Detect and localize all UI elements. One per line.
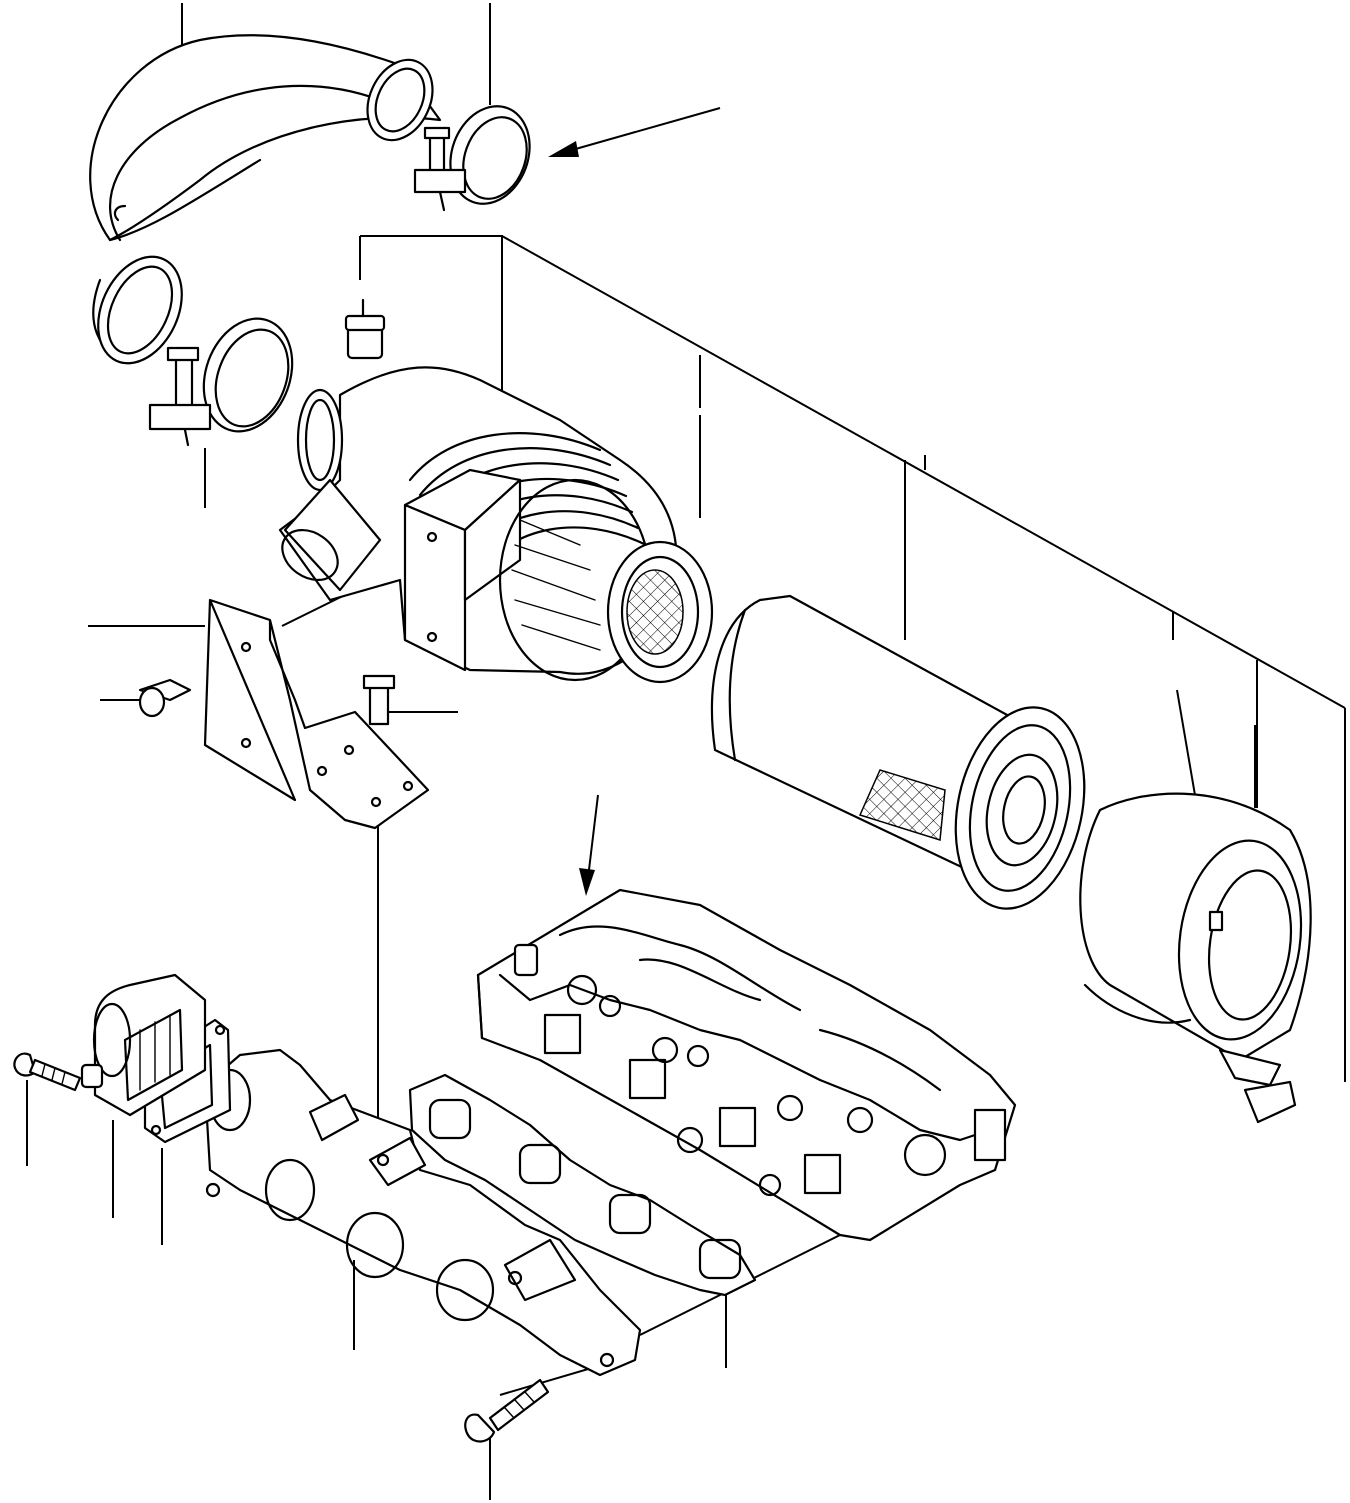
mounting-bracket xyxy=(138,598,430,830)
inner-filter-element xyxy=(606,540,714,684)
air-cleaner-housing xyxy=(278,366,678,682)
outer-filter-element xyxy=(710,594,1086,910)
arrow-markers xyxy=(548,107,721,896)
intake-manifold-gasket xyxy=(408,1073,757,1297)
cylinder-head xyxy=(476,888,1017,1242)
bolts xyxy=(13,1052,550,1443)
elbow-hose xyxy=(89,34,442,365)
service-indicator xyxy=(344,298,386,360)
dust-cap xyxy=(1079,792,1312,1124)
hose-clamp-lower xyxy=(148,317,294,447)
hose-clamp-top xyxy=(413,105,531,212)
intake-manifold xyxy=(203,1048,642,1377)
intake-heater xyxy=(80,973,207,1117)
